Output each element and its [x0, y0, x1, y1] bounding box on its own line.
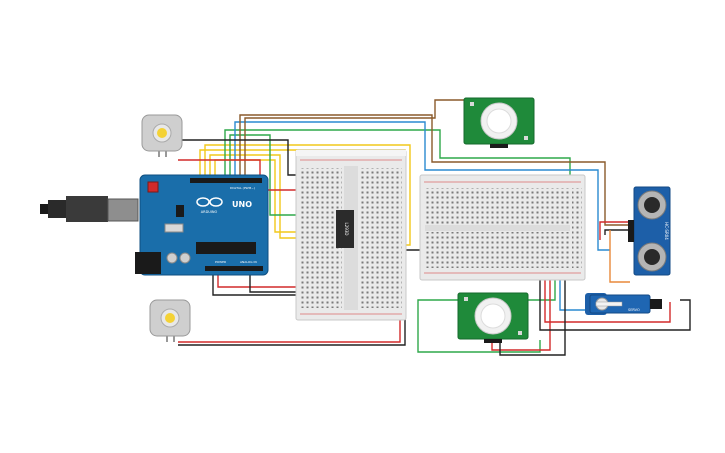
ultrasonic-sensor: HC-SR04 [628, 186, 671, 276]
wire-red-6 [599, 221, 635, 240]
wire-black-2 [170, 139, 300, 176]
dc-motor-top [141, 114, 183, 157]
wire-orange-1 [609, 230, 630, 283]
pir-sensor-bottom [457, 292, 529, 343]
wire-red-1 [217, 270, 300, 288]
wire-black-1 [212, 270, 300, 296]
ultrasonic-label: HC-SR04 [664, 222, 669, 240]
chip-label: L293D [344, 223, 349, 236]
wire-black-3 [178, 318, 406, 346]
wire-red-5 [491, 270, 551, 351]
wire-yellow-4 [214, 159, 320, 233]
wire-blue-1 [234, 121, 610, 251]
wire-red-4 [544, 270, 671, 323]
wire-green-2 [229, 134, 300, 216]
arduino-logo-text: ARDUINO [201, 210, 218, 214]
motor-driver-chip: L293D [336, 210, 354, 248]
arduino-logo-icon [196, 197, 223, 207]
wire-brown-1 [239, 114, 630, 226]
servo-label: SERVO [628, 308, 640, 312]
wire-black-4 [539, 270, 691, 331]
wire-brown-2 [244, 99, 465, 178]
arduino-uno-board: UNO ARDUINO DIGITAL (PWM~) POWER ANALOG … [40, 174, 269, 276]
arduino-digital-label: DIGITAL (PWM~) [230, 186, 255, 190]
arduino-power-label: POWER [215, 260, 226, 264]
arduino-analog-label: ANALOG IN [240, 260, 257, 264]
arduino-brand: UNO [232, 200, 252, 209]
dc-motor-bottom [149, 299, 191, 342]
pir-sensor-top [463, 97, 535, 148]
wire-black-5 [499, 270, 566, 356]
servo-motor: SERVO [585, 293, 662, 315]
dc-motor-icon [157, 128, 167, 138]
wire-yellow-3 [209, 154, 320, 239]
wire-black-6 [604, 229, 635, 235]
dc-motor-icon [165, 313, 175, 323]
breadboard-large [419, 174, 586, 281]
